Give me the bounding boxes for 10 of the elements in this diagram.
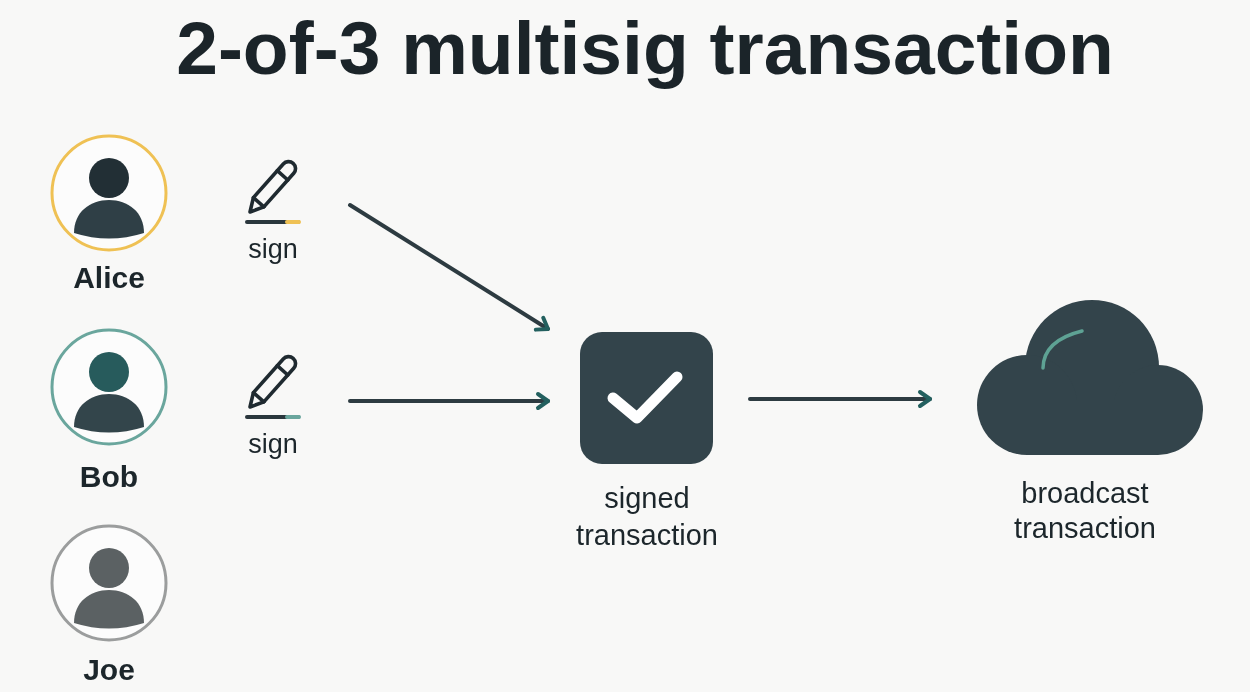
person-name: Alice bbox=[73, 260, 145, 296]
arrow bbox=[348, 392, 550, 410]
arrow bbox=[748, 390, 932, 408]
person-name: Joe bbox=[83, 652, 135, 688]
node-label: signed transaction bbox=[576, 481, 718, 553]
person-name: Bob bbox=[79, 459, 139, 495]
node-label: broadcast transaction bbox=[1014, 476, 1156, 546]
step-label: sign bbox=[248, 234, 298, 264]
step-label: sign bbox=[248, 429, 298, 459]
arrow bbox=[348, 203, 550, 332]
